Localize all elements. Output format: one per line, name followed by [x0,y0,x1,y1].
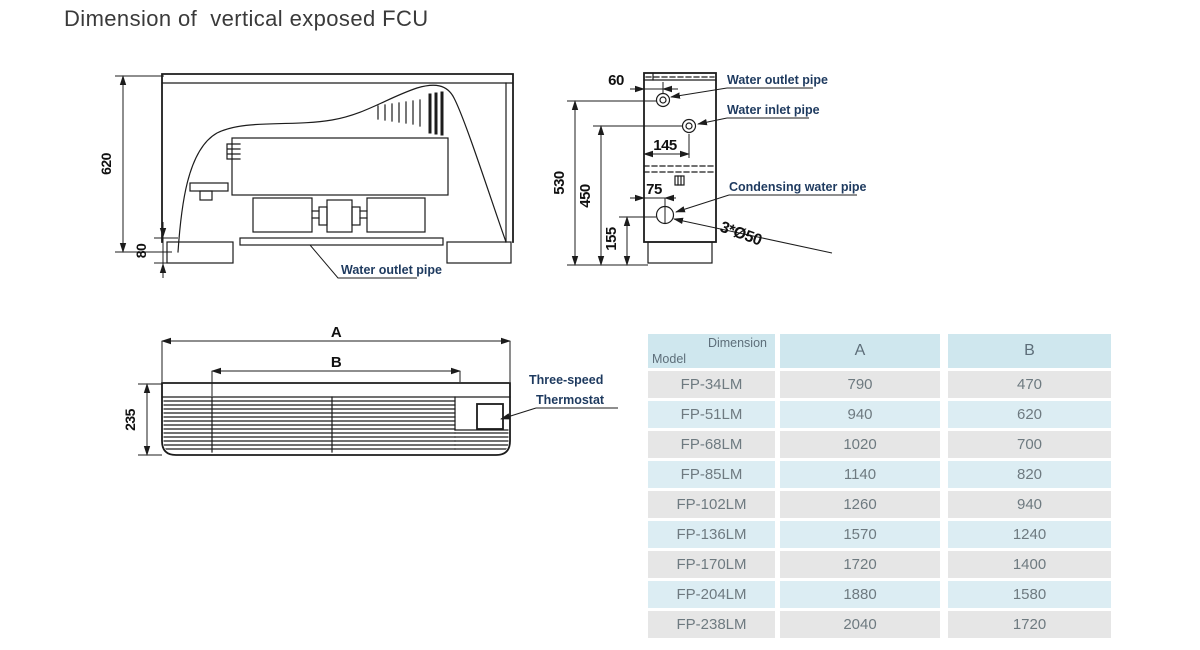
b-cell: 820 [948,461,1111,488]
model-cell: FP-136LM [648,521,775,548]
thermostat-annotation: Three-speed Thermostat [500,373,618,420]
pipe-size-note: 3*Ø50 [718,219,765,250]
table-header-b: B [948,334,1111,368]
page-title: Dimension of vertical exposed FCU [64,6,429,31]
table-row: FP-238LM 2040 1720 [648,611,1111,638]
a-cell: 940 [780,401,940,428]
b-cell: 470 [948,371,1111,398]
a-cell: 1880 [780,581,940,608]
model-cell: FP-34LM [648,371,775,398]
side-condensing-offset-dim: 75 [646,181,662,198]
table-row: FP-136LM 1570 1240 [648,521,1111,548]
top-unit-outline [161,382,511,456]
top-view-drawing: A B 235 Three-speed Thermostat [122,324,618,456]
thermostat-label-line1: Three-speed [529,373,603,387]
table-row: FP-170LM 1720 1400 [648,551,1111,578]
depth-dim: 235 [122,408,138,431]
a-cell: 1720 [780,551,940,578]
a-cell: 1570 [780,521,940,548]
side-pipe-ports [655,92,697,225]
b-cell: 620 [948,401,1111,428]
model-cell: FP-102LM [648,491,775,518]
model-cell: FP-170LM [648,551,775,578]
a-cell: 2040 [780,611,940,638]
side-height-dim: 530 [551,171,568,195]
front-water-outlet-annotation: Water outlet pipe [309,244,442,279]
front-view-drawing: 620 80 Water outlet pipe [98,73,514,279]
b-cell: 1580 [948,581,1111,608]
b-cell: 1400 [948,551,1111,578]
table-header-model-label: Model [652,352,687,366]
water-inlet-pipe-label: Water inlet pipe [727,103,820,117]
model-cell: FP-85LM [648,461,775,488]
model-cell: FP-68LM [648,431,775,458]
front-base-dim: 80 [133,243,149,258]
side-view-drawing: 60 530 450 155 145 75 3* [551,72,867,266]
side-inlet-offset-dim: 145 [653,137,677,154]
table-header-row: Dimension Model A B [648,334,1111,368]
model-cell: FP-51LM [648,401,775,428]
table-header-model-dimension: Dimension Model [648,334,775,368]
inner-width-dim-label: B [331,354,342,371]
side-top-offset-dim: 60 [608,72,624,89]
model-cell: FP-238LM [648,611,775,638]
water-outlet-pipe-label: Water outlet pipe [341,263,442,277]
front-unit-outline [161,73,514,264]
b-cell: 940 [948,491,1111,518]
b-cell: 700 [948,431,1111,458]
side-condensing-height-dim: 155 [603,227,620,251]
front-height-dimension: 620 [98,75,172,253]
thermostat-label-line2: Thermostat [536,393,605,407]
side-dimensions: 60 530 450 155 145 75 3* [551,72,833,266]
table-row: FP-34LM 790 470 [648,371,1111,398]
b-cell: 1720 [948,611,1111,638]
a-cell: 790 [780,371,940,398]
a-cell: 1260 [780,491,940,518]
b-cell: 1240 [948,521,1111,548]
condensing-water-pipe-label: Condensing water pipe [729,180,867,194]
table-header-a: A [780,334,940,368]
table-row: FP-51LM 940 620 [648,401,1111,428]
front-height-dim: 620 [98,152,114,175]
width-dim-label: A [331,324,342,341]
water-outlet-pipe-label: Water outlet pipe [727,73,828,87]
dimension-table: Dimension Model A B FP-34LM 790 470 FP-5… [648,334,1111,641]
a-cell: 1140 [780,461,940,488]
side-annotations: Water outlet pipe Water inlet pipe Conde… [670,73,867,213]
a-cell: 1020 [780,431,940,458]
front-internal-parts [177,84,507,253]
front-base-dimension: 80 [133,222,178,278]
table-row: FP-204LM 1880 1580 [648,581,1111,608]
table-header-dimension-label: Dimension [707,336,767,350]
thermostat-box [476,403,504,430]
model-cell: FP-204LM [648,581,775,608]
table-row: FP-85LM 1140 820 [648,461,1111,488]
table-row: FP-102LM 1260 940 [648,491,1111,518]
table-row: FP-68LM 1020 700 [648,431,1111,458]
top-dimensions: A B 235 [122,324,511,456]
side-unit-outline [643,72,717,264]
side-inner-height-dim: 450 [577,184,594,208]
